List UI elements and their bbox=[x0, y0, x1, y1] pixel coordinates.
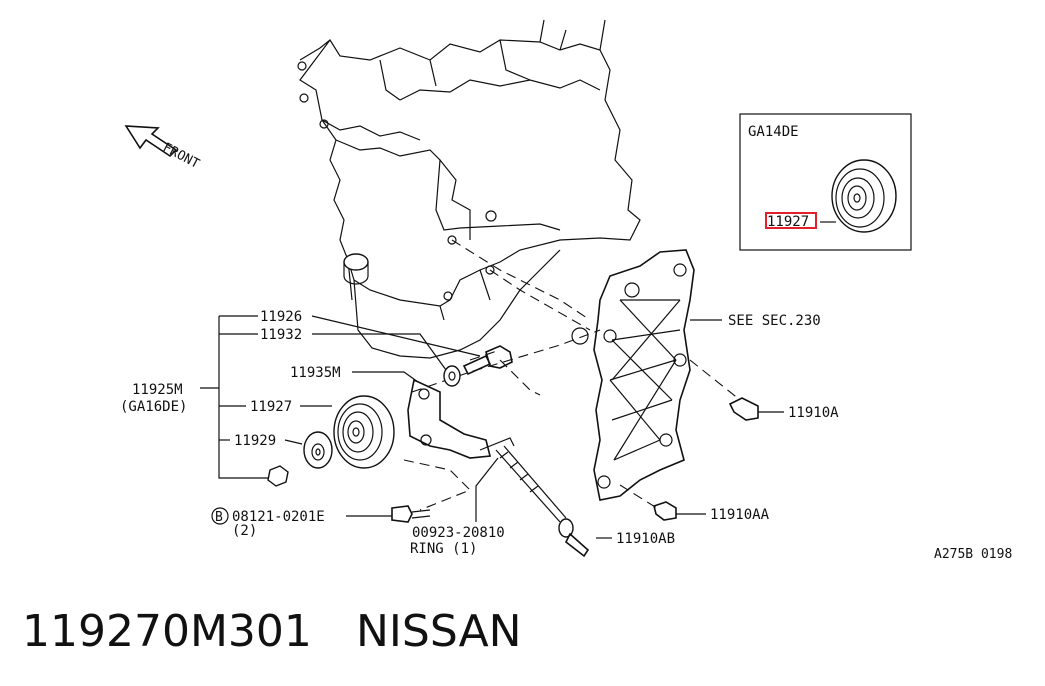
front-arrow-icon bbox=[124, 125, 178, 158]
bolt-08121 bbox=[391, 505, 431, 523]
bolt-11910aa bbox=[653, 501, 677, 521]
inset-ga14de: GA14DE 11927 bbox=[739, 113, 912, 251]
inset-highlight bbox=[765, 212, 817, 229]
label-11926: 11926 bbox=[260, 309, 302, 325]
footer-part-number: 119270M301 bbox=[22, 606, 312, 657]
diagram-id: A275B 0198 bbox=[934, 547, 1012, 562]
dashed-guides bbox=[403, 239, 741, 511]
label-bolt-qty: (2) bbox=[232, 523, 257, 539]
nut bbox=[267, 465, 289, 487]
long-bolt-11910ab bbox=[495, 445, 590, 558]
label-ring: RING (1) bbox=[410, 541, 477, 557]
idler-bracket bbox=[407, 378, 515, 459]
front-label: FRONT bbox=[160, 140, 202, 172]
label-bolt-code: 08121-0201E bbox=[232, 509, 325, 525]
label-11910aa: 11910AA bbox=[710, 507, 770, 523]
bolt-b-mark: B bbox=[215, 510, 223, 525]
spacer-11929 bbox=[303, 431, 333, 469]
bolt-11910a bbox=[728, 397, 759, 421]
inset-part-label: 11927 bbox=[767, 214, 809, 230]
inset-title: GA14DE bbox=[748, 124, 799, 140]
washer-11932 bbox=[443, 365, 461, 387]
stud-bolt-11926 bbox=[462, 345, 513, 376]
idler-pulley-11927 bbox=[333, 395, 395, 469]
label-see-sec-230: SEE SEC.230 bbox=[728, 313, 821, 329]
label-11910a: 11910A bbox=[788, 405, 839, 421]
label-11932: 11932 bbox=[260, 327, 302, 343]
footer-brand: NISSAN bbox=[356, 606, 522, 657]
bolt-code-badge: B bbox=[211, 507, 229, 525]
label-11935m: 11935M bbox=[290, 365, 341, 381]
label-ring-code: 00923-20810 bbox=[412, 525, 505, 541]
label-11910ab: 11910AB bbox=[616, 531, 675, 547]
label-ga16de: (GA16DE) bbox=[120, 399, 187, 415]
label-11927: 11927 bbox=[250, 399, 292, 415]
mounting-bracket bbox=[571, 249, 695, 501]
callout-lines bbox=[200, 315, 784, 539]
engine-block bbox=[297, 19, 641, 359]
label-11929: 11929 bbox=[234, 433, 276, 449]
label-11925m: 11925M bbox=[132, 382, 183, 398]
